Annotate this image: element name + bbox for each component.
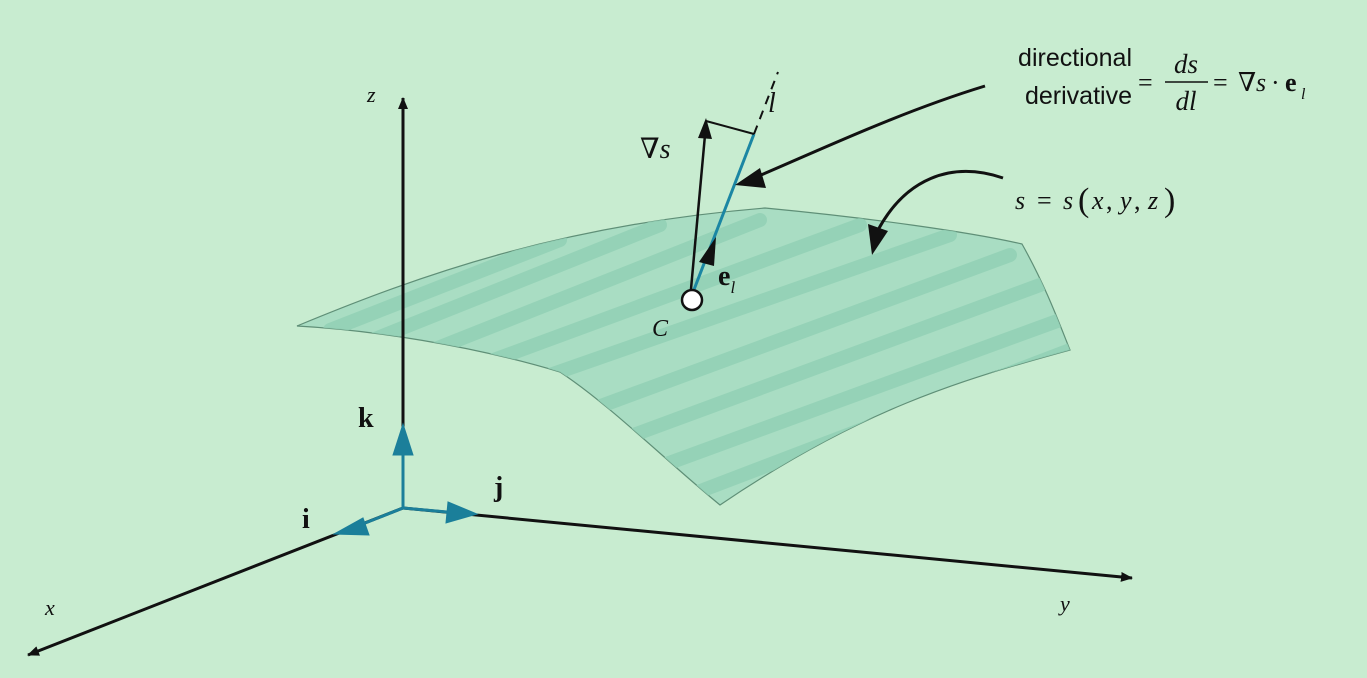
- dd-denominator: dl: [1175, 86, 1196, 116]
- dd-s: s: [1256, 68, 1266, 97]
- dd-equals-1: =: [1138, 68, 1153, 97]
- unit-e-arrowhead: [699, 237, 716, 266]
- line-l-label: l: [768, 88, 776, 119]
- y-axis-label: y: [1058, 591, 1070, 616]
- surface-eq-s: s: [1063, 186, 1073, 215]
- nabla-symbol: ∇: [640, 134, 660, 165]
- surface-eq-comma1: ,: [1106, 186, 1113, 215]
- dd-numerator: ds: [1174, 49, 1198, 79]
- projection-line: [705, 120, 755, 135]
- z-axis-label: z: [366, 82, 376, 107]
- gradient-vector: [688, 134, 707, 301]
- dd-e: e: [1285, 68, 1297, 97]
- line-l-solid: [688, 133, 756, 301]
- surface-eq-comma2: ,: [1134, 186, 1141, 215]
- dd-word-directional: directional: [1018, 44, 1132, 72]
- x-axis-label: x: [44, 595, 55, 620]
- surface-eq-open-paren: (: [1078, 182, 1089, 219]
- unit-e-subscript: l: [730, 278, 735, 297]
- gradient-construction: [680, 71, 779, 312]
- gradient-s: s: [660, 134, 671, 165]
- dd-equals-2: =: [1213, 68, 1228, 97]
- surface-eq-equals: =: [1037, 186, 1052, 215]
- surface-pointer: [876, 170, 1004, 231]
- point-c-marker: [680, 288, 704, 312]
- derivative-pointer-head: [735, 168, 766, 188]
- k-label: k: [358, 403, 374, 434]
- i-arrowhead: [332, 517, 370, 536]
- dd-word-derivative: derivative: [1025, 82, 1132, 110]
- surface-eq-close-paren: ): [1164, 182, 1175, 219]
- dd-nabla: ∇: [1238, 68, 1256, 97]
- pointer-arrows: [735, 84, 1004, 255]
- surface-eq-x: x: [1091, 186, 1104, 215]
- k-arrowhead: [392, 422, 414, 456]
- derivative-pointer: [753, 84, 986, 180]
- surface-eq-lhs: s: [1015, 186, 1025, 215]
- surface-equation: s = s ( x , y , z ): [1015, 182, 1175, 219]
- surface-hatching: [323, 213, 1070, 502]
- surface-pointer-head: [868, 224, 888, 255]
- gradient-arrowhead: [698, 118, 712, 139]
- line-l-dashed: [753, 71, 779, 135]
- directional-derivative-formula: directional derivative = ds dl = ∇ s · e…: [1018, 44, 1306, 116]
- dd-dot: ·: [1271, 68, 1280, 97]
- i-label: i: [302, 504, 310, 535]
- gradient-label: ∇s: [640, 134, 671, 165]
- point-c-label: C: [652, 316, 669, 342]
- surface-eq-y: y: [1117, 186, 1132, 215]
- unit-e-letter: e: [718, 261, 730, 292]
- j-arrowhead: [445, 501, 479, 524]
- unit-e-label: el: [718, 261, 735, 297]
- scalar-surface: [296, 207, 1071, 506]
- surface-eq-z: z: [1147, 186, 1158, 215]
- y-axis: [402, 506, 1133, 582]
- unit-vectors: [332, 422, 479, 536]
- dd-e-subscript: l: [1301, 86, 1306, 103]
- j-label: j: [493, 472, 503, 503]
